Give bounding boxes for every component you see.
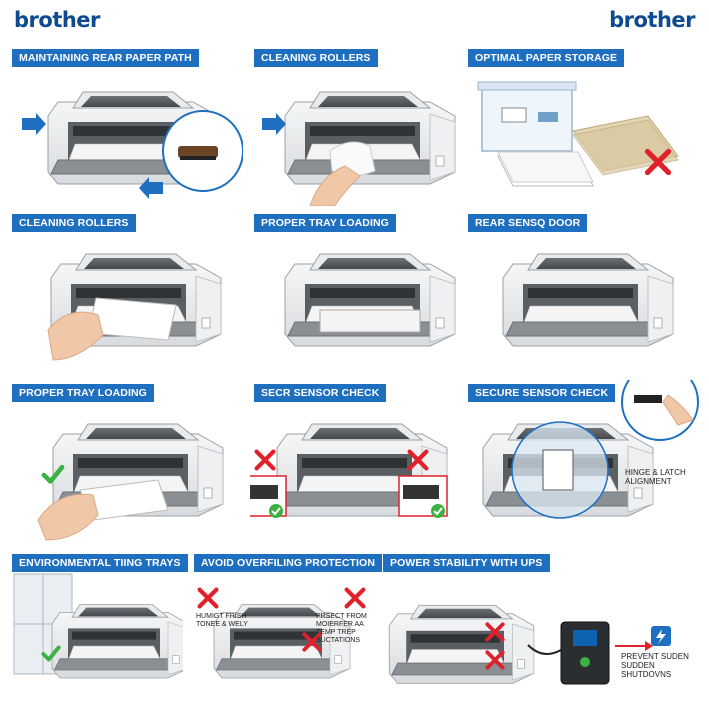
panel-title: PROPER TRAY LOADING [254,214,396,232]
panel-paper-storage: OPTIMAL PAPER STORAGE [468,46,703,206]
panel-title: POWER STABILITY WITH UPS [383,554,550,572]
panel-title: PROPER TRAY LOADING [12,384,154,402]
ups-illustration [388,604,671,685]
panel-cleaning-rollers-1: CLEANING ROLLERS [250,46,465,206]
check-icon [269,504,283,518]
panel-title: REAR SENSQ DOOR [468,214,588,232]
printer-illustration [502,253,674,347]
panel-title: CLEANING ROLLERS [254,49,378,67]
printer-illustration [22,91,243,199]
printer-illustration [262,91,456,206]
brand-logo-right: brother [609,8,695,32]
panel-sensor-check: SECR SENSOR CHECK [250,380,465,545]
cross-icon [347,590,364,607]
printer-illustration [13,573,183,679]
panel-rear-sensor-door: REAR SENSQ DOOR [468,210,703,375]
brand-logo-left: brother [14,8,100,32]
hinge-latch-note: HINGE & LATCH ALIGNMENT [625,468,686,486]
shutdown-note: PREVENT SUDEN SUDDEN SHUTDOVNS [621,652,689,679]
panel-title: CLEANING ROLLERS [12,214,136,232]
printer-illustration [284,253,456,347]
panel-cleaning-rollers-2: CLEANING ROLLERS [8,210,243,375]
panel-title: ENVIRONMENTAL TIING TRAYS [12,554,188,572]
cross-icon [200,590,217,607]
panel-title: MAINTAINING REAR PAPER PATH [12,49,199,67]
panel-power-stability: POWER STABILITY WITH UPS PREVENT SUDEN S… [383,550,703,705]
panel-rear-paper-path: MAINTAINING REAR PAPER PATH [8,46,243,206]
lightning-icon [656,629,666,644]
panel-tray-loading-1: PROPER TRAY LOADING [250,210,465,375]
panel-avoid-overfilling: AVOID OVERFILING PROTECTION HUMIGT FRISH… [190,550,383,705]
printer-illustration [250,423,448,518]
panel-title: SECURE SENSOR CHECK [468,384,616,402]
printer-illustration [47,253,222,361]
panel-title: OPTIMAL PAPER STORAGE [468,49,625,67]
humidity-note: HUMIGT FRISH TONEE & WELY [196,613,248,628]
cross-icon [257,452,274,469]
temperature-note: PRSECT FROM MOIERFER AA TEMP TREP SUCTAT… [316,613,367,644]
printer-illustration [37,423,224,541]
printer-illustration [482,380,699,519]
arrow-icon [22,113,46,135]
panel-title: AVOID OVERFILING PROTECTION [194,554,383,572]
panel-environmental-trays: ENVIRONMENTAL TIING TRAYS [8,550,188,705]
arrow-icon [262,113,286,135]
check-icon [431,504,445,518]
storage-illustration [477,81,679,187]
panel-title: SECR SENSOR CHECK [254,384,387,402]
panel-tray-loading-2: PROPER TRAY LOADING [8,380,243,545]
panel-secure-sensor-check: SECURE SENSOR CHECK HINGE & LATCH ALIGNM… [468,380,703,545]
